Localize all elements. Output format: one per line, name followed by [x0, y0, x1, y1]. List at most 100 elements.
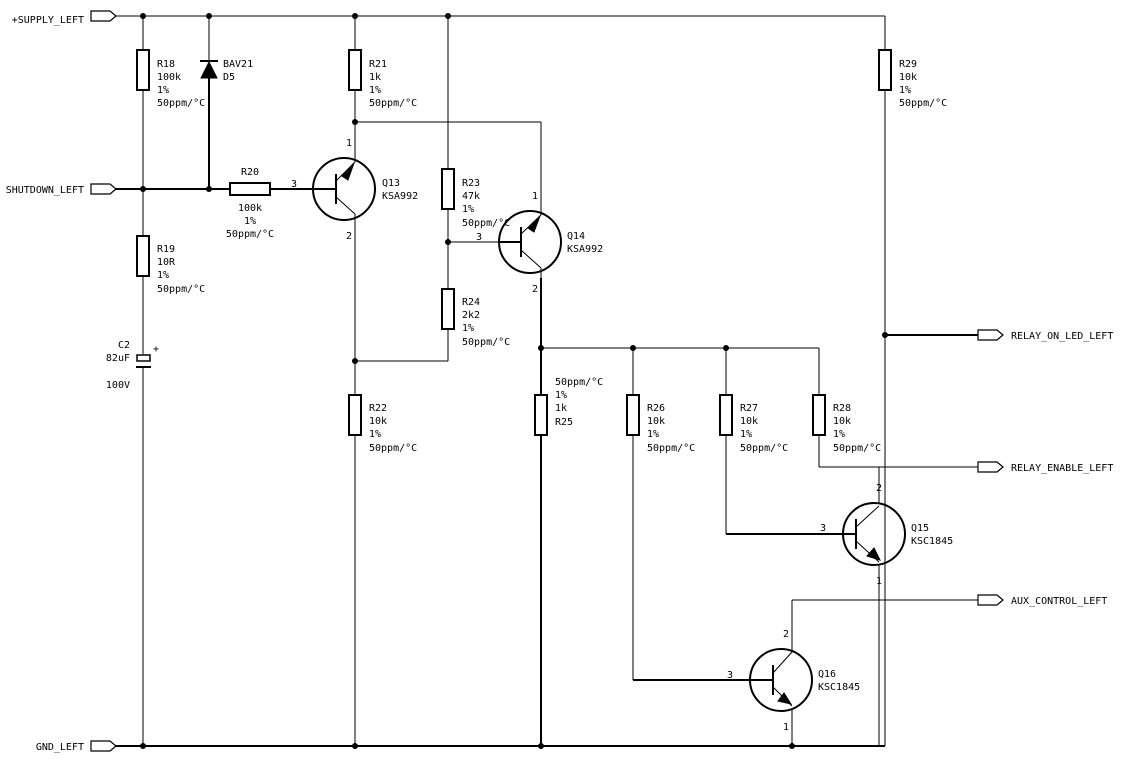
label-components-r19-value: 10R — [157, 257, 176, 268]
port-label-supply: +SUPPLY_LEFT — [12, 15, 84, 26]
label-components-q13-ref: Q13 — [382, 178, 400, 189]
label-components-r26-tc: 50ppm/°C — [647, 443, 695, 454]
label-components-q16-part: KSC1845 — [818, 682, 860, 693]
label-components-q15-pin_e: 1 — [876, 576, 882, 587]
label-components-r24-tc: 50ppm/°C — [462, 337, 510, 348]
label-components-r21-value: 1k — [369, 72, 381, 83]
label-components-c2-plus: + — [153, 344, 159, 355]
label-components-r22-tc: 50ppm/°C — [369, 443, 417, 454]
label-components-q13-pin_c: 2 — [346, 231, 352, 242]
resistor-r23: R23 47k 1% 50ppm/°C — [441, 168, 510, 229]
label-components-q13-part: KSA992 — [382, 191, 418, 202]
label-components-r25-value: 1k — [555, 403, 567, 414]
label-components-r23-value: 47k — [462, 191, 480, 202]
port-gnd: GND_LEFT — [36, 740, 117, 753]
label-components-r28-ref: R28 — [833, 403, 851, 414]
port-label-aux-control: AUX_CONTROL_LEFT — [1011, 596, 1107, 607]
label-components-q15-ref: Q15 — [911, 523, 929, 534]
label-components-r27-ref: R27 — [740, 403, 758, 414]
label-components-q15-pin_c: 2 — [876, 483, 882, 494]
label-components-r23-ref: R23 — [462, 178, 480, 189]
diode-d5: BAV21 D5 — [200, 59, 253, 83]
label-components-r27-tc: 50ppm/°C — [740, 443, 788, 454]
label-components-r26-ref: R26 — [647, 403, 665, 414]
label-components-r19-tol: 1% — [157, 270, 169, 281]
label-components-r21-tc: 50ppm/°C — [369, 98, 417, 109]
resistor-r28: R28 10k 1% 50ppm/°C — [812, 394, 881, 454]
port-label-relay-enable: RELAY_ENABLE_LEFT — [1011, 463, 1113, 474]
label-components-q14-part: KSA992 — [567, 244, 603, 255]
label-components-r18-tc: 50ppm/°C — [157, 98, 205, 109]
label-components-q14-ref: Q14 — [567, 231, 585, 242]
label-components-r23-tol: 1% — [462, 204, 474, 215]
resistor-r25: 50ppm/°C 1% 1k R25 — [534, 377, 603, 436]
label-components-r20-ref: R20 — [241, 167, 259, 178]
label-components-r22-value: 10k — [369, 416, 387, 427]
label-components-r25-ref: R25 — [555, 417, 573, 428]
port-label-shutdown: SHUTDOWN_LEFT — [6, 185, 84, 196]
label-components-r22-tol: 1% — [369, 429, 381, 440]
label-components-r29-ref: R29 — [899, 59, 917, 70]
label-components-q16-pin_e: 1 — [783, 722, 789, 733]
resistor-r22: R22 10k 1% 50ppm/°C — [348, 394, 417, 454]
label-components-q13-pin_e: 1 — [346, 138, 352, 149]
label-components-r24-tol: 1% — [462, 323, 474, 334]
label-components-d5-part: BAV21 — [223, 59, 253, 70]
label-components-c2-voltage: 100V — [106, 380, 130, 391]
label-components-r18-value: 100k — [157, 72, 181, 83]
label-components-q14-pin_e: 1 — [532, 191, 538, 202]
label-components-r24-ref: R24 — [462, 297, 480, 308]
label-components-r28-tc: 50ppm/°C — [833, 443, 881, 454]
label-components-r26-value: 10k — [647, 416, 665, 427]
resistor-r26: R26 10k 1% 50ppm/°C — [626, 394, 695, 454]
label-components-r25-tol: 1% — [555, 390, 567, 401]
resistor-r29: R29 10k 1% 50ppm/°C — [878, 49, 947, 109]
port-relay-enable: RELAY_ENABLE_LEFT — [977, 461, 1113, 474]
transistor-q14: 3 1 2 Q14 KSA992 — [476, 191, 603, 295]
label-components-r25-tc: 50ppm/°C — [555, 377, 603, 388]
label-components-r29-tol: 1% — [899, 85, 911, 96]
label-components-r28-value: 10k — [833, 416, 851, 427]
label-components-q14-pin_b: 3 — [476, 232, 482, 243]
label-components-r20-value: 100k — [238, 203, 262, 214]
label-components-q15-pin_b: 3 — [820, 523, 826, 534]
label-components-r24-value: 2k2 — [462, 310, 480, 321]
label-components-q16-pin_c: 2 — [783, 629, 789, 640]
label-components-r21-tol: 1% — [369, 85, 381, 96]
label-components-q14-pin_c: 2 — [532, 284, 538, 295]
port-supply: +SUPPLY_LEFT — [12, 10, 117, 26]
resistor-r19: R19 10R 1% 50ppm/°C — [136, 235, 205, 295]
label-components-q16-ref: Q16 — [818, 669, 836, 680]
label-components-r18-ref: R18 — [157, 59, 175, 70]
junctions — [140, 13, 888, 749]
label-components-c2-ref: C2 — [118, 340, 130, 351]
label-components-d5-ref: D5 — [223, 72, 235, 83]
label-components-r29-value: 10k — [899, 72, 917, 83]
wires — [116, 15, 978, 747]
port-aux-control: AUX_CONTROL_LEFT — [977, 594, 1107, 607]
port-shutdown: SHUTDOWN_LEFT — [6, 183, 117, 196]
label-components-r28-tol: 1% — [833, 429, 845, 440]
label-components-r27-tol: 1% — [740, 429, 752, 440]
resistor-r27: R27 10k 1% 50ppm/°C — [719, 394, 788, 454]
capacitor-c2: + C2 82uF 100V — [106, 340, 159, 391]
label-components-r29-tc: 50ppm/°C — [899, 98, 947, 109]
label-components-r19-tc: 50ppm/°C — [157, 284, 205, 295]
resistor-r18: R18 100k 1% 50ppm/°C — [136, 49, 205, 109]
label-components-r21-ref: R21 — [369, 59, 387, 70]
label-components-q15-part: KSC1845 — [911, 536, 953, 547]
port-label-relay-on-led: RELAY_ON_LED_LEFT — [1011, 331, 1113, 342]
label-components-r26-tol: 1% — [647, 429, 659, 440]
label-components-r23-tc: 50ppm/°C — [462, 218, 510, 229]
resistor-r21: R21 1k 1% 50ppm/°C — [348, 49, 417, 109]
label-components-r20-tc: 50ppm/°C — [226, 229, 274, 240]
resistor-r20: R20 100k 1% 50ppm/°C — [226, 167, 274, 240]
port-relay-on-led: RELAY_ON_LED_LEFT — [977, 329, 1113, 342]
label-components-r18-tol: 1% — [157, 85, 169, 96]
resistor-r24: R24 2k2 1% 50ppm/°C — [441, 288, 510, 348]
transistor-q13: 3 1 2 Q13 KSA992 — [291, 138, 418, 242]
label-components-q16-pin_b: 3 — [727, 670, 733, 681]
transistor-q16: 3 2 1 Q16 KSC1845 — [727, 629, 860, 733]
label-components-r27-value: 10k — [740, 416, 758, 427]
